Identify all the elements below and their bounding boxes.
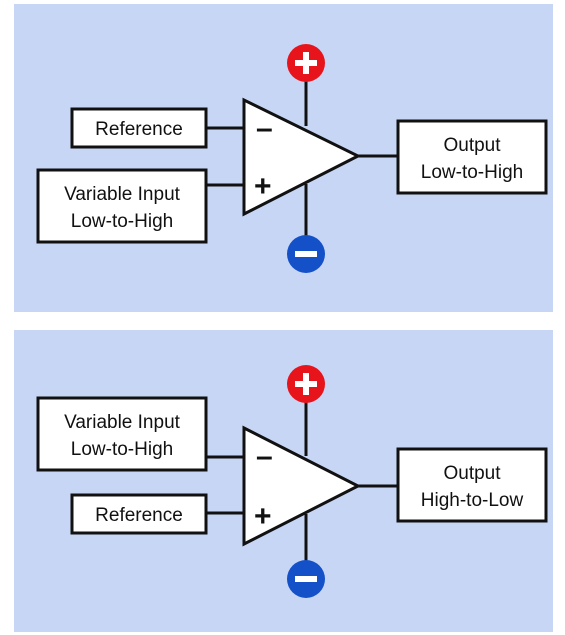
top-variable-input-box [36,168,208,244]
top-variable-input-label-line1: Variable Input [64,184,181,205]
minus-icon-bar [295,576,317,582]
top-output-box [396,119,548,195]
top-reference-label: Reference [95,119,183,140]
top-op-amp-triangle [242,97,362,217]
bottom-reference-label: Reference [95,505,183,526]
bottom-variable-input-box [36,396,208,472]
minus-icon-bar [295,251,317,257]
bottom-output-box [396,447,548,523]
top-inverting-symbol: – [256,112,273,145]
bottom-variable-input-label-line2: Low-to-High [71,439,173,460]
bottom-comparator-diagram: – + Variable Input Low-to-High Reference… [36,365,548,598]
top-comparator-diagram: – + Reference Variable Input Low-to-High… [36,44,548,273]
top-reference-box [70,107,208,149]
bottom-noninverting-symbol: + [254,500,272,533]
top-output-label-line1: Output [443,135,501,156]
top-output-label-line2: Low-to-High [421,162,523,183]
bottom-output-label-line2: High-to-Low [421,490,524,511]
bottom-reference-box [70,493,208,535]
bottom-op-amp-triangle [242,425,362,547]
top-noninverting-symbol: + [254,170,272,203]
bottom-variable-input-label-line1: Variable Input [64,412,181,433]
plus-icon-bar-v [303,373,309,395]
plus-icon-bar-v [303,52,309,74]
bottom-output-label-line1: Output [443,463,501,484]
top-variable-input-label-line2: Low-to-High [71,211,173,232]
bottom-inverting-symbol: – [256,440,273,473]
